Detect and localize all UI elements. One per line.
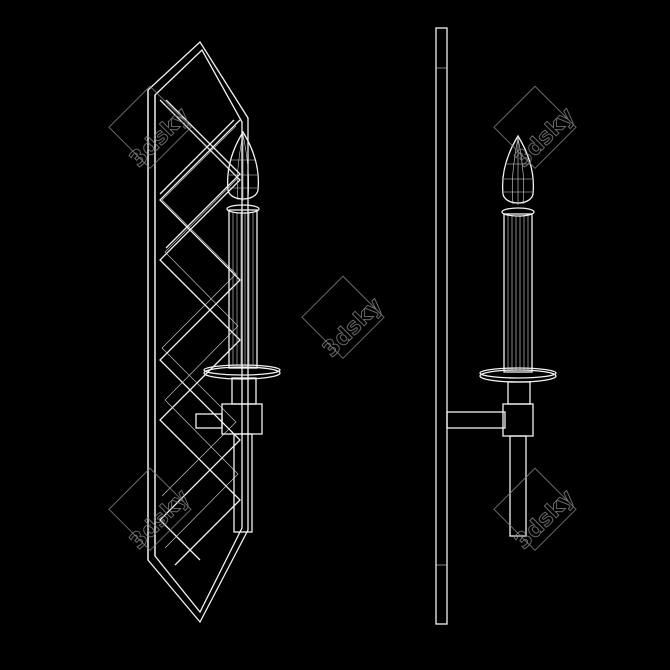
side-arm (446, 411, 506, 429)
side-drip-pan (479, 369, 557, 383)
front-stem (233, 433, 253, 533)
front-drip-pan (203, 366, 281, 380)
side-view-sconce (435, 27, 557, 625)
watermark-box (301, 275, 385, 359)
side-stem (509, 435, 527, 537)
watermark-box (108, 467, 192, 551)
front-candle-cap (226, 204, 260, 214)
front-view-sconce (147, 40, 281, 624)
front-candle-sleeve (228, 209, 258, 369)
side-candle-cap (501, 207, 535, 217)
watermark-box (493, 85, 577, 169)
front-collar (231, 377, 257, 405)
side-backplate (435, 27, 448, 625)
side-candle-sleeve (503, 213, 533, 373)
watermark-box (108, 85, 192, 169)
watermark-box (493, 467, 577, 551)
